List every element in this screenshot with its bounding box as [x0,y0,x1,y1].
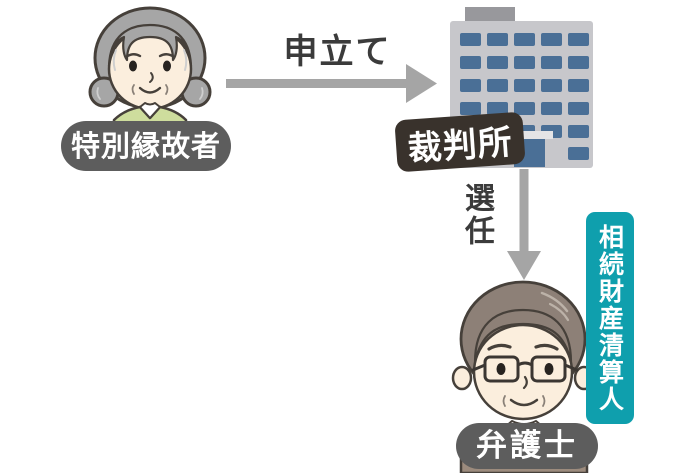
appointment-arrow-label: 選任 [459,182,494,248]
petitioner-badge: 特別縁故者 [61,121,231,171]
petition-arrow-icon [226,64,437,103]
appointment-arrow-icon [507,169,541,280]
court-label: 裁判所 [406,121,515,170]
petition-arrow-label: 申立て [283,32,392,72]
petitioner-label: 特別縁故者 [70,128,221,163]
elderly-woman-icon [88,6,212,128]
court-label-plate: 裁判所 [394,111,526,173]
lawyer-badge: 弁護士 [456,423,598,469]
lawyer-label: 弁護士 [476,427,578,464]
administrator-badge: 相続財産清算人 [586,212,634,424]
administrator-label: 相続財産清算人 [595,223,625,413]
